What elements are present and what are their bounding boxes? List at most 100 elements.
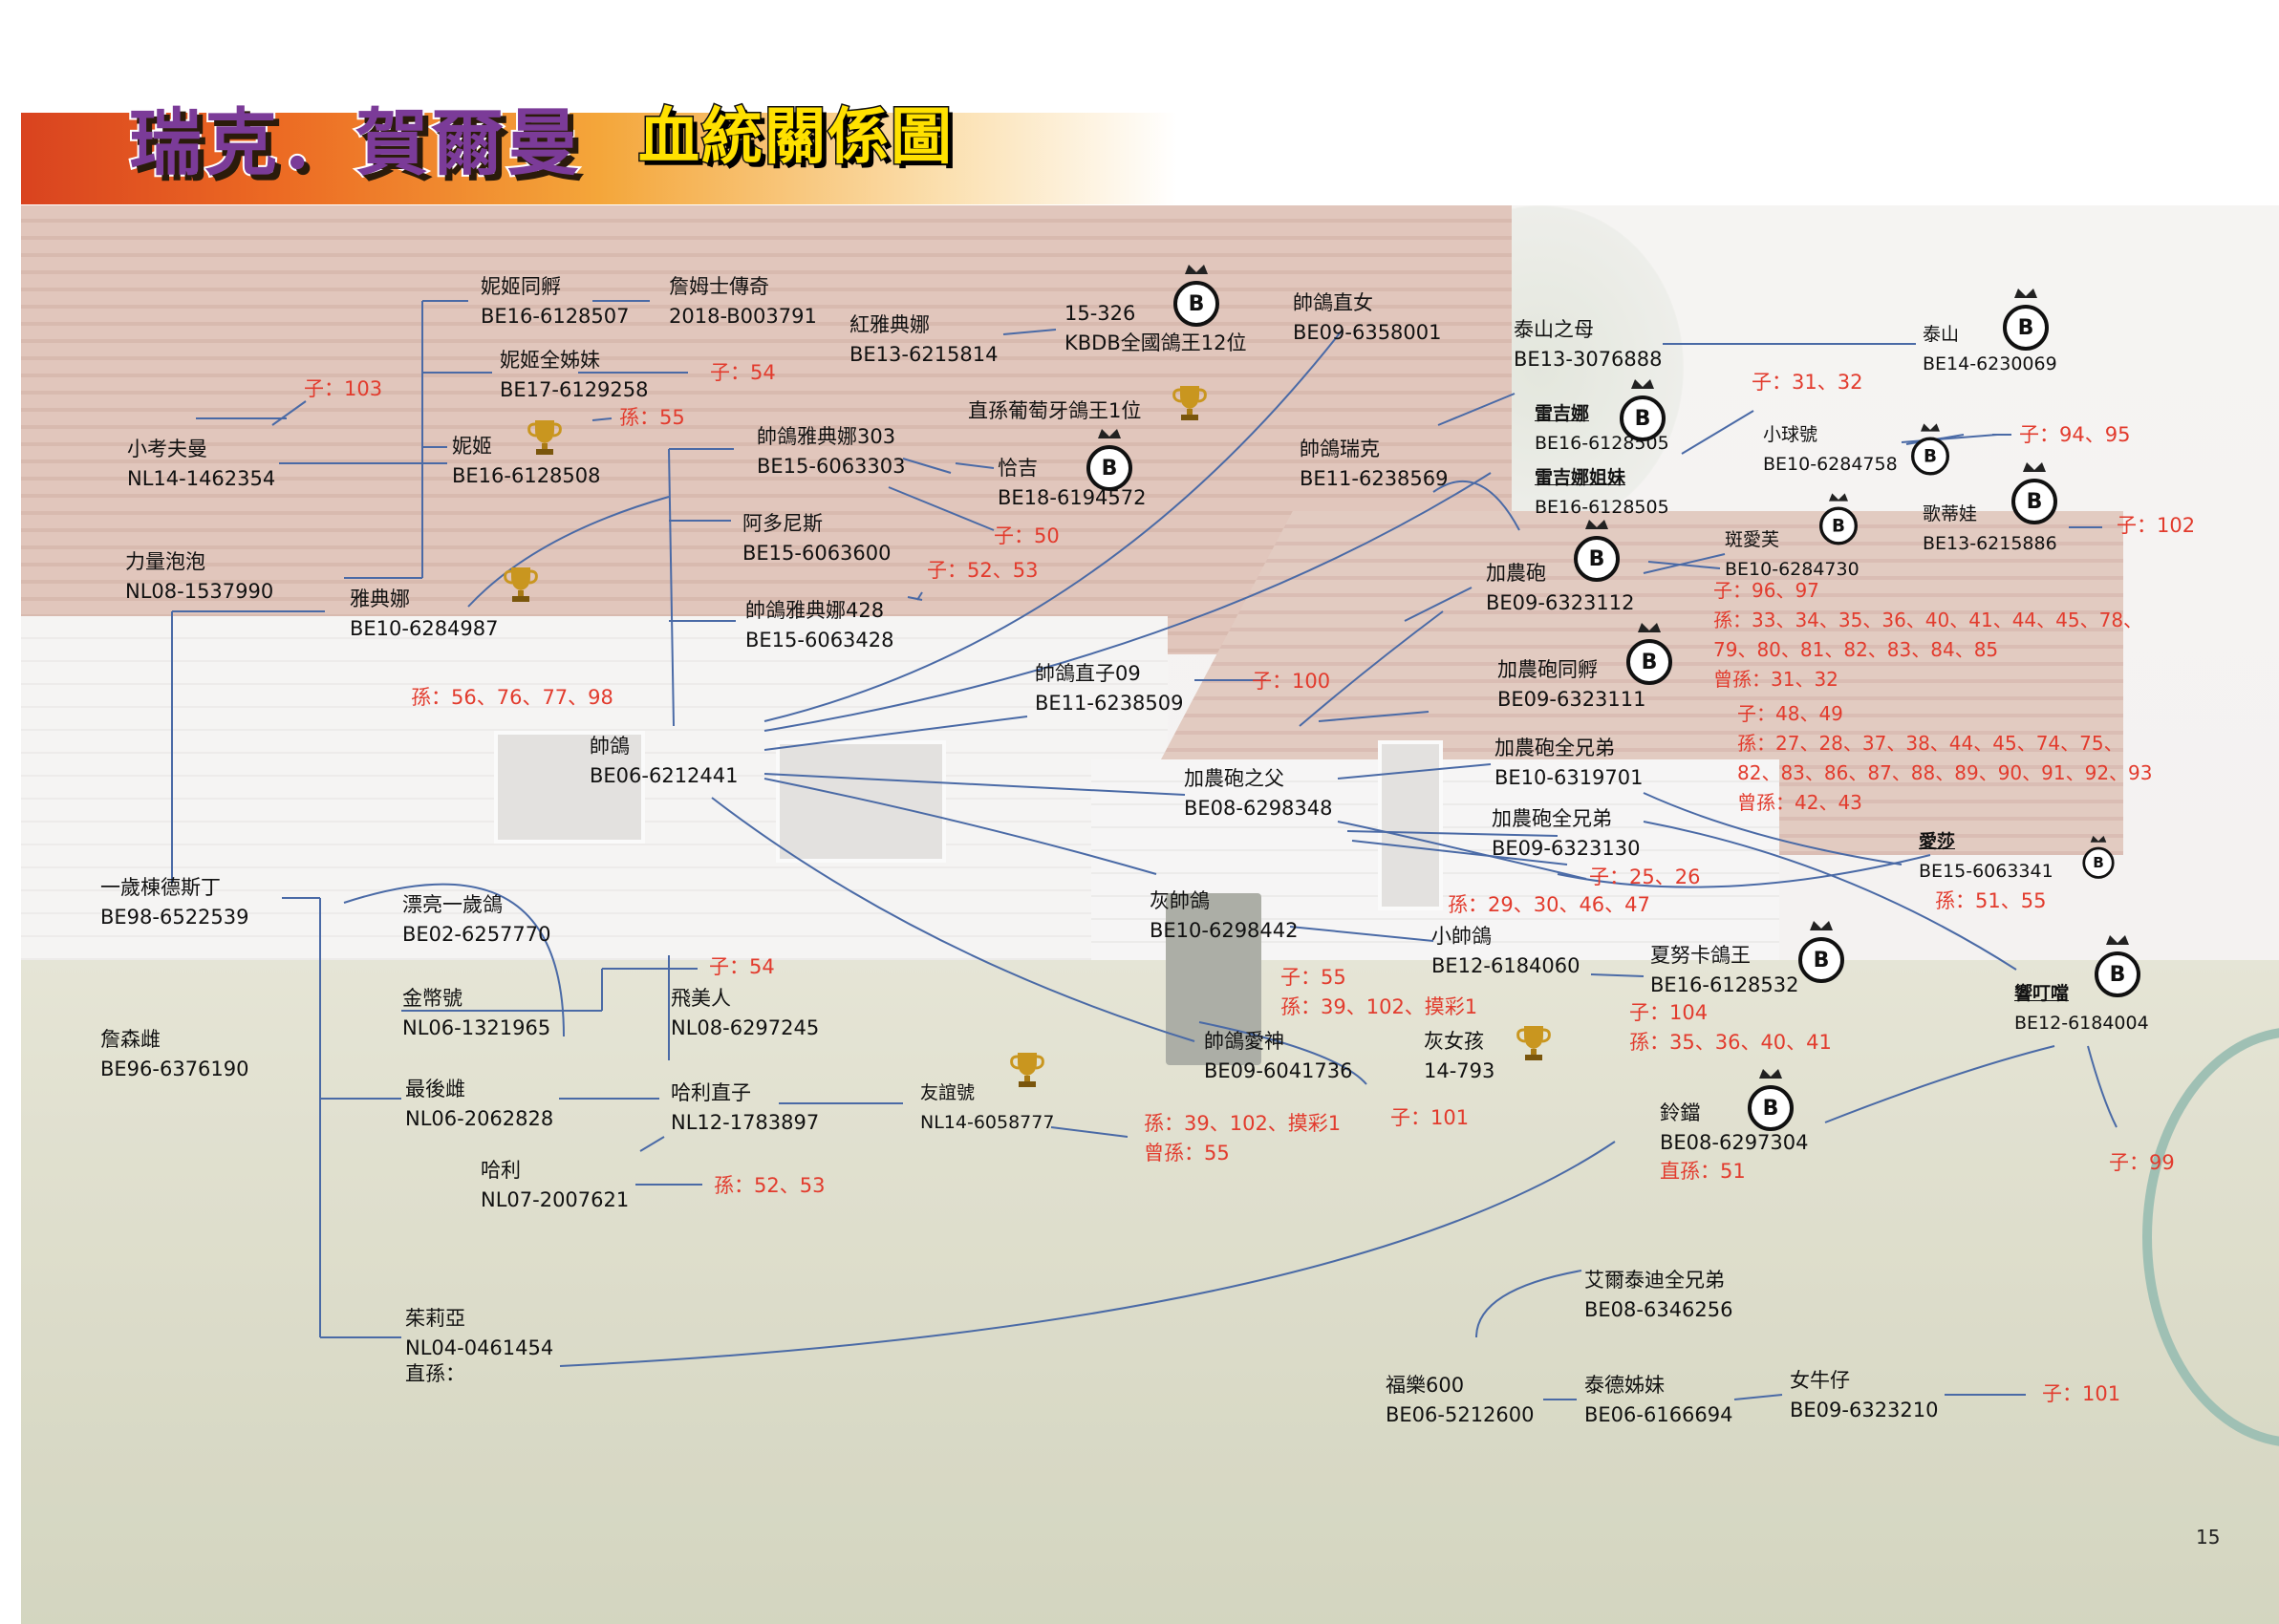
ring-number: NL06-1321965 bbox=[402, 1016, 551, 1039]
ring-number: BE08-6297304 bbox=[1660, 1131, 1809, 1154]
trophy-icon bbox=[1172, 386, 1207, 420]
trophy-icon bbox=[504, 567, 538, 602]
ring-number: BE09-6323112 bbox=[1486, 591, 1635, 614]
note: 子：52、53 bbox=[927, 559, 1039, 582]
svg-text:B: B bbox=[1589, 547, 1605, 571]
connector bbox=[1050, 1126, 1129, 1138]
connector bbox=[467, 496, 670, 608]
svg-text:B: B bbox=[1763, 1097, 1779, 1121]
ring-number: BE10-6284987 bbox=[350, 617, 499, 640]
pigeon-name: 小帥鴿 bbox=[1431, 925, 1492, 948]
ring-number: BE18-6194572 bbox=[998, 486, 1147, 509]
pigeon-name: 最後雌 bbox=[405, 1078, 465, 1100]
connector bbox=[1337, 763, 1492, 780]
pigeon-name: 歌蒂娃 bbox=[1923, 503, 1978, 524]
pigeon-name: 哈利直子 bbox=[671, 1081, 751, 1104]
ring-number: BE13-6215814 bbox=[849, 343, 999, 366]
pigeon-name: 加農砲全兄弟 bbox=[1492, 807, 1612, 830]
connector bbox=[902, 458, 952, 474]
connector bbox=[1437, 393, 1516, 426]
connector bbox=[888, 486, 995, 531]
federation-badge-icon: B bbox=[1086, 429, 1132, 491]
pigeon-name: 阿多尼斯 bbox=[742, 512, 823, 535]
federation-badge-icon: B bbox=[1911, 423, 1949, 476]
pigeon-name: 加農砲同孵 bbox=[1497, 658, 1598, 681]
page-subtitle: 血統關係圖 bbox=[637, 101, 954, 175]
node-youyi: 友誼號 NL14-6058777 bbox=[920, 1079, 1054, 1138]
ring-number: 14-793 bbox=[1424, 1059, 1495, 1082]
pigeon-name: 鈴鐺 bbox=[1660, 1101, 1700, 1124]
ring-number: BE16-6128507 bbox=[481, 305, 630, 328]
connector bbox=[271, 400, 307, 426]
connector bbox=[907, 596, 923, 601]
federation-badge-icon: B bbox=[1574, 520, 1620, 582]
pigeon-name: 艾爾泰迪全兄弟 bbox=[1584, 1269, 1725, 1292]
node-portugal: 直孫葡萄牙鴿王1位 bbox=[968, 396, 1141, 426]
node-yadianna: 雅典娜 BE10-6284987 bbox=[350, 585, 499, 644]
note: 子：96、97 孫：33、34、35、36、40、41、44、45、78、 79… bbox=[1713, 579, 2143, 691]
connector bbox=[1351, 840, 1568, 865]
ring-number: BE09-6323210 bbox=[1790, 1399, 1939, 1421]
pigeon-name: 飛美人 bbox=[671, 987, 731, 1010]
ring-number: BE11-6238509 bbox=[1035, 692, 1184, 715]
page-title: 瑞克．賀爾曼 bbox=[127, 98, 582, 187]
ring-number: BE16-6128532 bbox=[1650, 973, 1799, 996]
note: 子：99 bbox=[2109, 1151, 2175, 1174]
pigeon-name: 漂亮一歲鴿 bbox=[402, 893, 503, 916]
pigeon-name: 泰德姊妹 bbox=[1584, 1374, 1665, 1397]
ring-number: BE09-6323130 bbox=[1492, 837, 1641, 860]
pigeon-name: 妮姬同孵 bbox=[481, 275, 561, 298]
note: 孫：52、53 bbox=[714, 1174, 826, 1197]
window bbox=[1378, 740, 1443, 910]
ring-number: NL14-6058777 bbox=[920, 1112, 1055, 1133]
svg-text:B: B bbox=[1102, 457, 1118, 481]
trophy-icon bbox=[1516, 1026, 1551, 1060]
pigeon-name: 泰山之母 bbox=[1514, 318, 1594, 341]
note: 孫：29、30、46、47 bbox=[1448, 893, 1650, 916]
pigeon-name: 雷吉娜姐妹 bbox=[1535, 467, 1626, 488]
connector bbox=[344, 300, 492, 579]
note: 子：102 bbox=[2117, 514, 2196, 537]
connector bbox=[955, 462, 995, 469]
svg-text:B: B bbox=[1189, 292, 1205, 316]
ring-number: BE13-3076888 bbox=[1514, 348, 1663, 371]
lawn bbox=[21, 960, 2279, 1624]
connector bbox=[669, 448, 736, 622]
pigeon-name: 小考夫曼 bbox=[127, 438, 207, 460]
title-banner bbox=[21, 113, 1177, 204]
connector bbox=[1901, 434, 1998, 443]
ring-number: BE10-6298442 bbox=[1150, 919, 1299, 942]
note: 直孫：51 bbox=[1660, 1160, 1746, 1183]
connector bbox=[1681, 410, 1754, 455]
node-taishanzhimu: 泰山之母 BE13-3076888 bbox=[1514, 315, 1663, 374]
connector bbox=[1557, 854, 1931, 888]
pigeon-name: 友誼號 bbox=[920, 1082, 976, 1103]
pigeon-name: 雅典娜 bbox=[350, 588, 410, 610]
note: 子：103 bbox=[304, 377, 383, 400]
connector bbox=[401, 968, 698, 1012]
ring-number: BE10-6284758 bbox=[1763, 454, 1898, 475]
svg-text:B: B bbox=[1924, 446, 1937, 466]
ring-number: BE13-6215886 bbox=[1923, 533, 2057, 554]
